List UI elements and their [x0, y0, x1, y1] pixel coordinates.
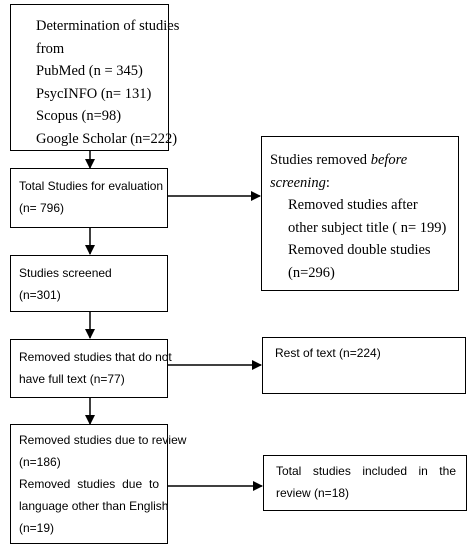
review-removed-line1: Removed studies due to review [19, 433, 187, 447]
removed-before-screening-box: Studies removed before screening: Remove… [261, 136, 459, 291]
included-box: Total studies included in the review (n=… [263, 455, 467, 511]
screened-label: Studies screened [19, 266, 112, 280]
review-removed-count: (n=186) [19, 455, 61, 469]
included-line1: Total studies included in the [276, 464, 456, 478]
removed-before-heading-line1: Studies removed before [270, 152, 408, 168]
rest-of-text-label: Rest of text (n=224) [275, 346, 381, 360]
language-removed-line2: language other than English [19, 499, 169, 513]
language-removed-line1: Removed studies due to [19, 477, 159, 491]
screened-count: (n=301) [19, 288, 61, 302]
review-removed-box: Removed studies due to review (n=186) Re… [10, 424, 187, 544]
removed-double-line2: (n=296) [288, 264, 335, 281]
rest-of-text-box: Rest of text (n=224) [262, 337, 466, 394]
evaluation-count: (n= 796) [19, 201, 65, 215]
source-google-scholar: Google Scholar (n=222) [36, 130, 178, 147]
removed-before-heading-line2: screening: [270, 174, 330, 191]
evaluation-label: Total Studies for evaluation [19, 179, 164, 193]
source-scopus: Scopus (n=98) [36, 108, 122, 124]
identification-heading-line2: from [36, 40, 65, 57]
source-psycinfo: PsycINFO (n= 131) [36, 85, 152, 102]
no-full-text-box: Removed studies that do not have full te… [10, 339, 172, 398]
removed-subject-title-line1: Removed studies after [288, 197, 418, 213]
language-removed-count: (n=19) [19, 521, 55, 535]
evaluation-box: Total Studies for evaluation (n= 796) [10, 168, 168, 228]
no-full-text-line2: have full text (n=77) [19, 372, 125, 386]
removed-subject-title-line2: other subject title ( n= 199) [288, 219, 447, 236]
source-pubmed: PubMed (n = 345) [36, 63, 143, 79]
screened-box: Studies screened (n=301) [10, 255, 168, 312]
identification-box: Determination of studies from PubMed (n … [10, 4, 180, 151]
no-full-text-line1: Removed studies that do not [19, 350, 172, 364]
included-line2: review (n=18) [276, 486, 350, 500]
removed-double-line1: Removed double studies [288, 242, 431, 258]
identification-heading-line1: Determination of studies [36, 18, 180, 34]
